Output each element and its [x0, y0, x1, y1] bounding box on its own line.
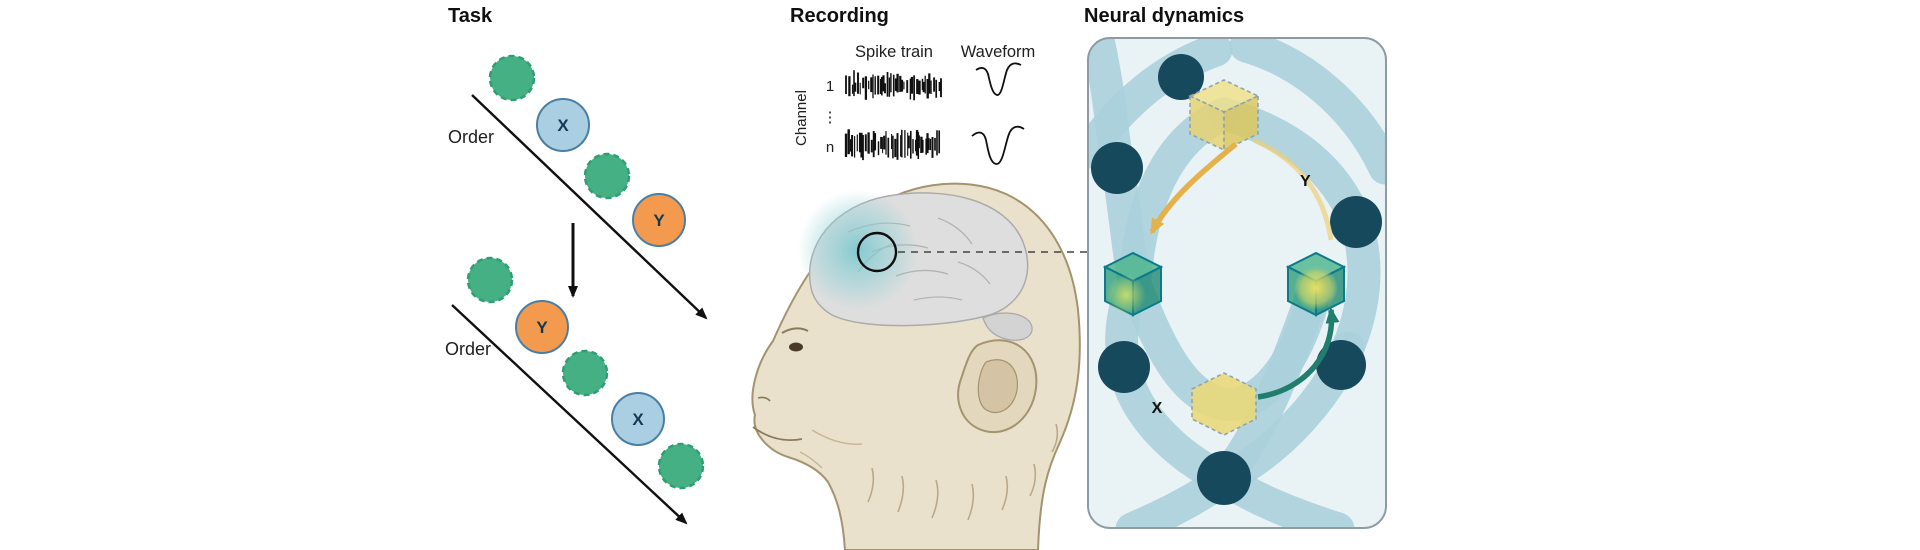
task-sequence-1: Order X Y: [448, 54, 708, 320]
order-arrow-1: [471, 94, 708, 320]
stimulus-circle-x: [611, 392, 665, 446]
spike-train-row-n: [844, 129, 941, 161]
transition-arrow-yellow: [1149, 141, 1238, 235]
monkey-brain: [798, 190, 1033, 341]
state-node: [1197, 451, 1251, 505]
stimulus-circle-y: [632, 193, 686, 247]
order-arrow-2: [451, 304, 688, 525]
stimulus-circle-green: [561, 349, 609, 397]
state-node: [1098, 341, 1150, 393]
waveform-label: Waveform: [961, 43, 1036, 61]
spike-train-row-1: [845, 70, 942, 101]
monkey-fur: [867, 423, 1059, 521]
waveform-n: [971, 125, 1025, 165]
state-y-label: Y: [1300, 173, 1311, 190]
channel-axis-label: Channel: [793, 90, 810, 146]
order-label-1: Order: [448, 127, 494, 147]
channel-first-label: 1: [826, 78, 834, 95]
stimulus-circle-green: [583, 152, 631, 200]
channel-last-label: n: [826, 139, 834, 156]
transition-path-yellow-right: [1252, 137, 1334, 241]
stimulus-x-label: X: [557, 116, 569, 135]
neural-dynamics-title: Neural dynamics: [1084, 5, 1244, 27]
transition-arrow-teal: [1257, 307, 1340, 400]
cube-glow-right: [1294, 266, 1338, 310]
panel-recording: Recording Spike train Waveform Channel 1…: [751, 5, 1089, 550]
stimulus-circle-green: [657, 442, 705, 490]
spike-train-label: Spike train: [855, 43, 933, 61]
monkey-brow: [781, 327, 809, 334]
stimulus-circle-y: [515, 300, 569, 354]
task-title: Task: [448, 5, 493, 27]
stimulus-circle-green: [466, 256, 514, 304]
recording-site-circle: [856, 231, 898, 273]
state-node: [1158, 54, 1204, 100]
order-label-2: Order: [445, 339, 491, 359]
monkey-illustration: [751, 182, 1081, 550]
stimulus-x-label: X: [632, 410, 644, 429]
state-space-panel-border: [1087, 37, 1387, 529]
state-node: [1330, 196, 1382, 248]
state-node: [1091, 142, 1143, 194]
panel-neural-dynamics: Neural dynamics: [1084, 5, 1387, 529]
stimulus-y-label: Y: [536, 318, 548, 337]
state-node: [1316, 340, 1366, 390]
monkey-eye: [789, 342, 803, 352]
stimulus-y-label: Y: [653, 211, 665, 230]
monkey-nostril: [757, 396, 771, 402]
monkey-mouth: [752, 426, 803, 442]
stimulus-circle-green: [488, 54, 536, 102]
task-sequence-2: Order Y X: [445, 256, 705, 525]
state-cube-y: [1188, 79, 1260, 152]
recording-title: Recording: [790, 5, 889, 27]
waveform-1: [975, 62, 1022, 96]
panel-task: Task Order X Y Order Y X: [445, 5, 708, 525]
monkey-cheek-line: [811, 429, 863, 445]
stimulus-circle-x: [536, 98, 590, 152]
cube-glow-left: [1106, 275, 1146, 315]
monkey-ear-inner: [977, 359, 1018, 414]
cerebellum: [982, 312, 1033, 341]
monkey-chin-crease: [799, 451, 823, 469]
state-cube-x: [1191, 372, 1257, 436]
state-nodes: [1091, 54, 1382, 505]
channel-ellipsis: ⋮: [823, 109, 838, 126]
state-x-label: X: [1152, 400, 1163, 417]
state-space-content: Y X: [1088, 38, 1386, 528]
